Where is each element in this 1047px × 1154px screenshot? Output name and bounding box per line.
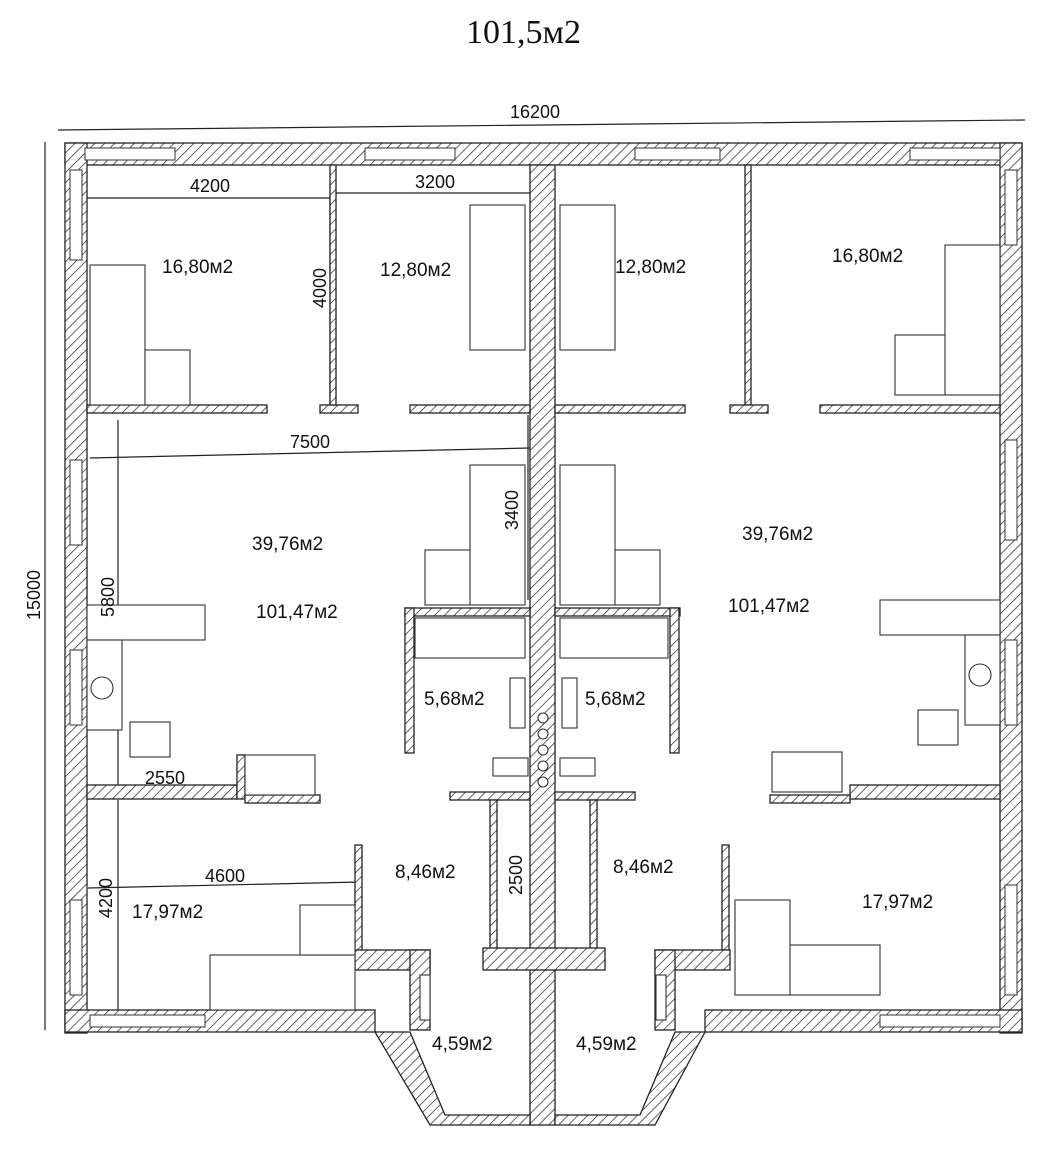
room-area-bedroom-bl: 17,97м2 bbox=[132, 902, 203, 923]
room-area-bedroom-tm2: 12,80м2 bbox=[615, 257, 686, 278]
dim-corridor-depth: 3400 bbox=[502, 490, 522, 530]
room-area-living-left: 39,76м2 bbox=[252, 534, 323, 555]
room-area-bath-right: 5,68м2 bbox=[585, 689, 646, 710]
dim-total-height: 15000 bbox=[24, 570, 44, 620]
plan-title: 101,5м2 bbox=[465, 14, 581, 51]
room-area-bedroom-tr: 16,80м2 bbox=[832, 246, 903, 267]
dim-living-depth: 5800 bbox=[98, 577, 118, 617]
room-area-hall-left: 8,46м2 bbox=[395, 862, 456, 883]
dim-bedroom-mid-width: 3200 bbox=[415, 172, 455, 192]
walls bbox=[64, 142, 1023, 1126]
dim-lower-bedroom-width: 4600 bbox=[205, 866, 245, 886]
dim-total-width: 16200 bbox=[510, 102, 560, 122]
dim-kitchen-width: 2550 bbox=[145, 768, 185, 788]
windows bbox=[69, 147, 1018, 1028]
room-area-hall-right: 8,46м2 bbox=[613, 857, 674, 878]
room-area-bedroom-tm: 12,80м2 bbox=[380, 260, 451, 281]
unit-total-right: 101,47м2 bbox=[728, 596, 810, 617]
dim-living-width: 7500 bbox=[290, 432, 330, 452]
room-area-bath-left: 5,68м2 bbox=[424, 689, 485, 710]
dim-hall-depth: 2500 bbox=[506, 855, 526, 895]
unit-total-left: 101,47м2 bbox=[256, 602, 338, 623]
room-area-vestibule-left: 4,59м2 bbox=[432, 1034, 493, 1055]
room-area-living-right: 39,76м2 bbox=[742, 524, 813, 545]
room-area-vestibule-right: 4,59м2 bbox=[576, 1034, 637, 1055]
dim-lower-bedroom-depth: 4200 bbox=[96, 878, 116, 918]
dim-bedroom-left-width: 4200 bbox=[190, 176, 230, 196]
room-area-bedroom-br: 17,97м2 bbox=[862, 892, 933, 913]
furniture bbox=[86, 204, 1001, 1021]
dim-bedroom-depth: 4000 bbox=[310, 268, 330, 308]
room-area-bedroom-tl: 16,80м2 bbox=[162, 257, 233, 278]
